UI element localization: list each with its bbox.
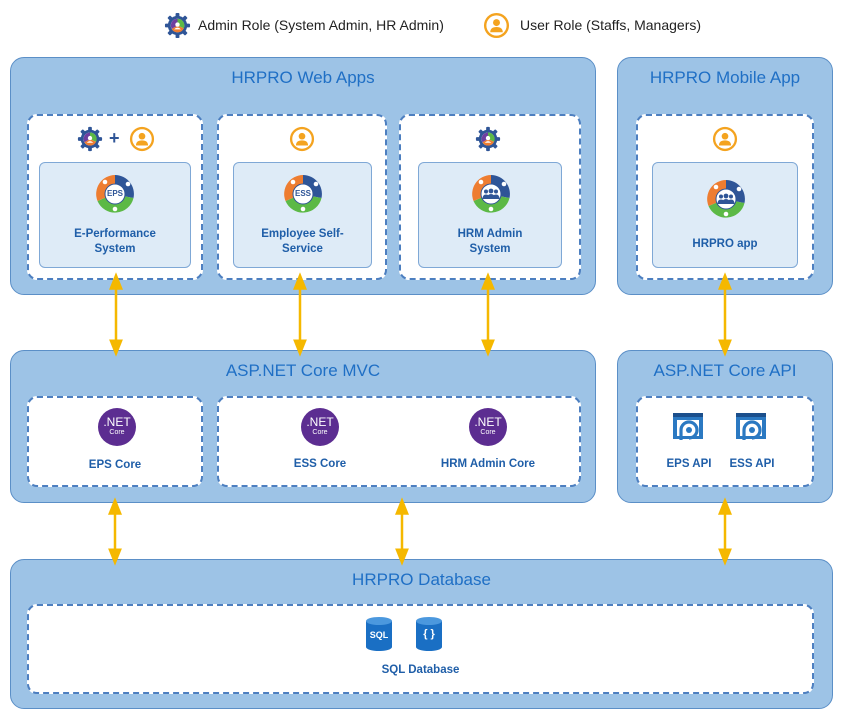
ess-api-icon (734, 410, 770, 446)
eps-core-label: EPS Core (88, 459, 142, 471)
hrpro-app-box: HRPRO app (652, 162, 798, 268)
api-title: ASP.NET Core API (653, 361, 797, 380)
ess-badge: ESS (294, 189, 311, 198)
dotnet-core-icon: .NET Core (98, 408, 136, 446)
ess-app-card[interactable]: ESS Employee Self-Service (217, 114, 387, 280)
mobile-app-title: HRPRO Mobile App (649, 68, 801, 87)
api-card: EPS API ESS API (636, 396, 814, 487)
ess-hrm-core-card: .NET Core ESS Core .NET Core HRM Admin C… (217, 396, 581, 487)
database-title: HRPRO Database (352, 570, 491, 589)
hrpro-app-card[interactable]: HRPRO app (636, 114, 814, 280)
database-panel: HRPRO Database SQL { } SQL Database (10, 559, 833, 709)
dotnet-core-icon: .NET Core (301, 408, 339, 446)
people-icon (716, 193, 736, 205)
legend-admin-label: Admin Role (System Admin, HR Admin) (198, 17, 444, 33)
plus-icon: + (109, 128, 120, 148)
hrpro-app-label: HRPRO app (692, 238, 758, 250)
sql-database-card[interactable]: SQL { } SQL Database (27, 604, 814, 694)
user-icon (289, 126, 315, 152)
api-panel: ASP.NET Core API EPS API ESS API (617, 350, 833, 503)
ess-api-label[interactable]: ESS API (729, 458, 775, 470)
user-role-icon (483, 12, 510, 39)
ess-core-label[interactable]: ESS Core (293, 458, 347, 470)
user-icon (712, 126, 738, 152)
dotnet-core-icon: .NET Core (469, 408, 507, 446)
admin-gear-icon (77, 126, 103, 152)
ess-app-box: ESS Employee Self-Service (233, 162, 372, 268)
eps-core-card[interactable]: .NET Core EPS Core (27, 396, 203, 487)
eps-api-label[interactable]: EPS API (666, 458, 712, 470)
eps-api-icon (671, 410, 707, 446)
json-badge: { } (423, 628, 435, 640)
legend-user-label: User Role (Staffs, Managers) (520, 17, 702, 33)
people-icon (481, 188, 501, 200)
sql-database-label: SQL Database (381, 664, 460, 676)
web-apps-title: HRPRO Web Apps (231, 68, 375, 87)
sql-badge: SQL (369, 630, 389, 640)
ess-app-label: Employee Self-Service (261, 228, 344, 255)
mvc-panel: ASP.NET Core MVC .NET Core EPS Core .NET… (10, 350, 596, 503)
hrm-admin-core-label[interactable]: HRM Admin Core (440, 458, 536, 470)
eps-badge: EPS (106, 189, 123, 198)
mobile-app-panel: HRPRO Mobile App HRPRO app (617, 57, 833, 295)
mvc-title: ASP.NET Core MVC (225, 361, 381, 380)
user-icon (129, 126, 155, 152)
admin-gear-icon (475, 126, 501, 152)
admin-role-gear-icon (164, 12, 191, 39)
